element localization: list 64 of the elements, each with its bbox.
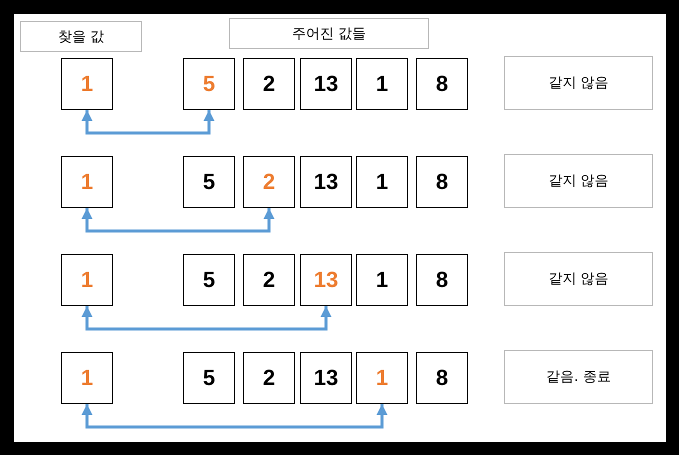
connector-arrow xyxy=(82,404,388,428)
result-text: 같음. 종료 xyxy=(546,368,611,386)
number-box xyxy=(243,352,295,404)
number-box xyxy=(61,58,113,110)
number-value: 1 xyxy=(376,169,388,195)
number-value: 1 xyxy=(80,365,94,391)
number-box xyxy=(300,156,352,208)
number-value: 8 xyxy=(436,365,448,391)
header-box xyxy=(229,18,429,49)
number-box xyxy=(356,352,408,404)
number-box xyxy=(61,156,113,208)
number-box xyxy=(183,352,235,404)
number-value: 1 xyxy=(80,169,94,195)
header-text: 주어진 값들 xyxy=(292,24,366,42)
result-box xyxy=(504,154,653,208)
header-box xyxy=(20,21,142,52)
number-box xyxy=(356,156,408,208)
number-value: 5 xyxy=(202,169,216,195)
number-value: 1 xyxy=(80,267,94,293)
number-box xyxy=(183,254,235,306)
number-box xyxy=(416,156,468,208)
number-value: 2 xyxy=(262,71,276,97)
number-box xyxy=(416,58,468,110)
result-text: 같지 않음 xyxy=(548,172,609,190)
number-box xyxy=(300,352,352,404)
number-box xyxy=(416,352,468,404)
number-box xyxy=(300,254,352,306)
result-box xyxy=(504,350,653,404)
number-box xyxy=(61,352,113,404)
number-box xyxy=(243,156,295,208)
number-box xyxy=(416,254,468,306)
number-box xyxy=(300,58,352,110)
number-box xyxy=(183,58,235,110)
number-value: 5 xyxy=(202,365,216,391)
connector-arrow xyxy=(82,208,274,232)
number-value: 8 xyxy=(436,267,448,293)
number-value: 13 xyxy=(314,71,338,97)
number-box xyxy=(356,254,408,306)
number-box xyxy=(183,156,235,208)
number-value: 8 xyxy=(436,169,448,195)
number-value: 5 xyxy=(202,267,216,293)
header-text: 찾을 값 xyxy=(58,28,104,46)
number-value: 13 xyxy=(314,267,338,293)
number-value: 1 xyxy=(80,71,94,97)
result-text: 같지 않음 xyxy=(548,270,609,288)
number-value: 1 xyxy=(376,71,388,97)
number-box xyxy=(61,254,113,306)
result-box xyxy=(504,252,653,306)
number-value: 2 xyxy=(262,169,276,195)
number-value: 13 xyxy=(314,169,338,195)
connector-arrow xyxy=(82,110,214,134)
number-value: 1 xyxy=(376,267,388,293)
number-value: 1 xyxy=(376,365,388,391)
connector-arrow xyxy=(82,306,332,330)
number-value: 8 xyxy=(436,71,448,97)
number-value: 5 xyxy=(202,71,216,97)
number-box xyxy=(243,254,295,306)
result-text: 같지 않음 xyxy=(548,74,609,92)
number-value: 13 xyxy=(314,365,338,391)
number-box xyxy=(243,58,295,110)
result-box xyxy=(504,56,653,110)
number-box xyxy=(356,58,408,110)
number-value: 2 xyxy=(262,365,276,391)
number-value: 2 xyxy=(262,267,276,293)
